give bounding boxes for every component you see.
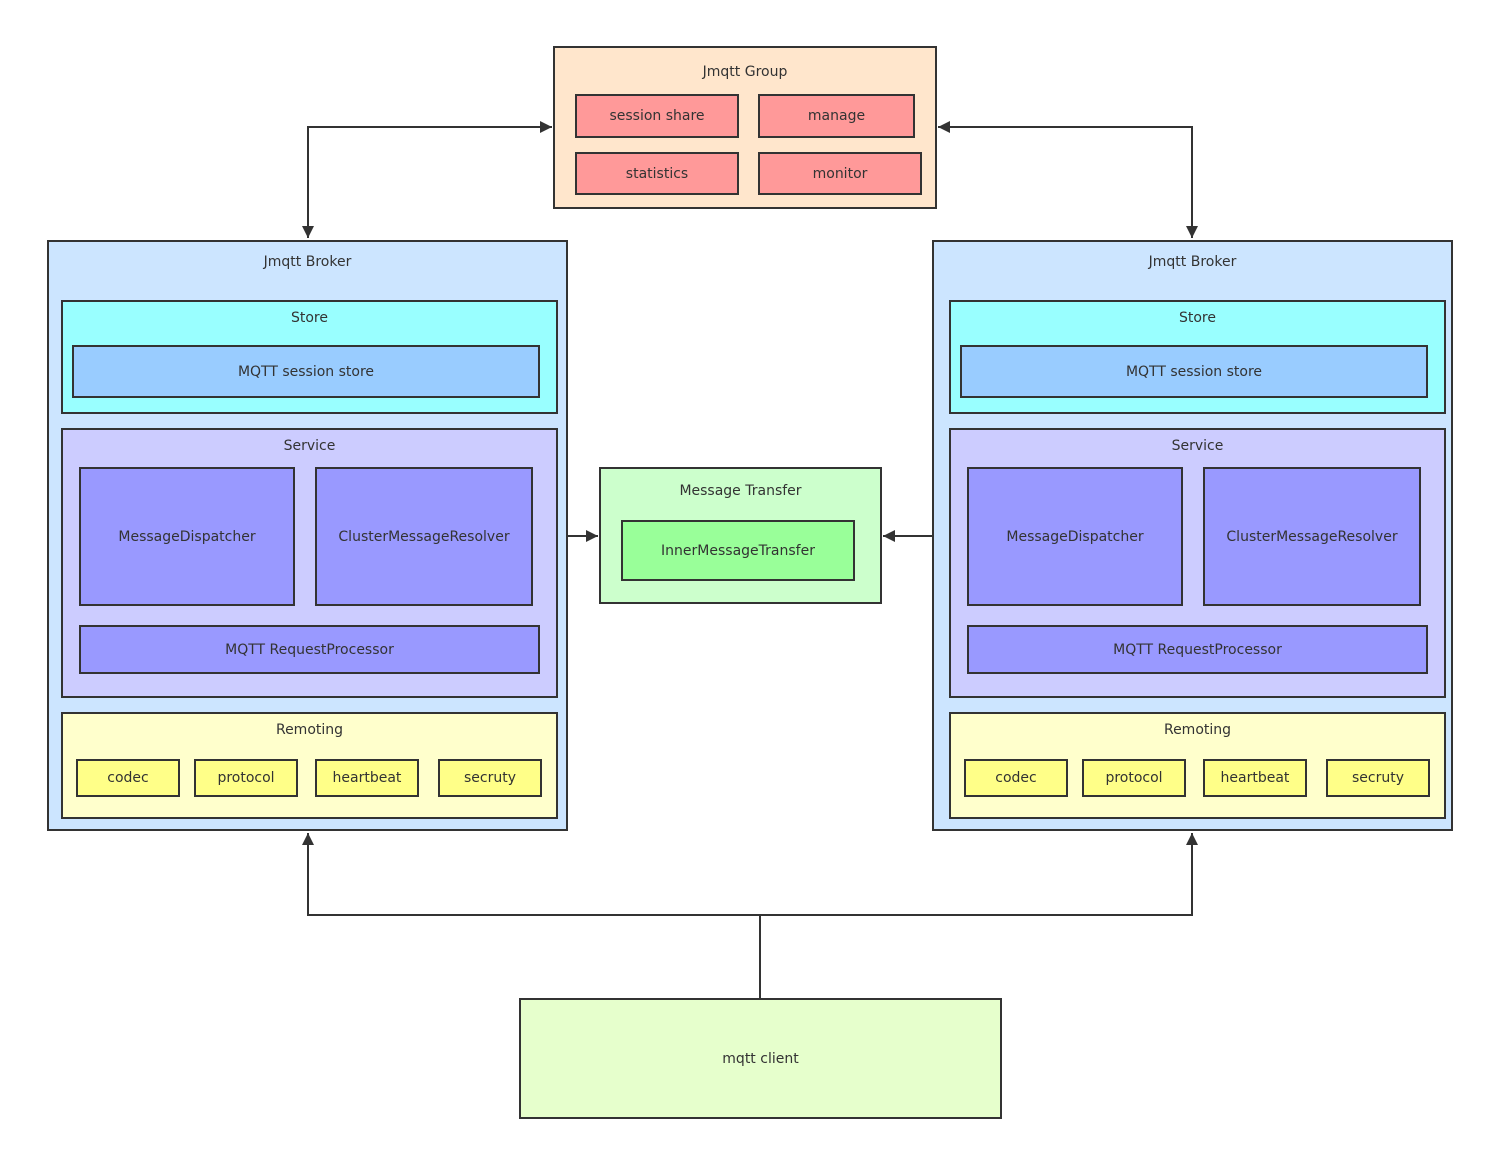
- remoting-panel: Remoting codec protocol heartbeat secrut…: [61, 712, 558, 819]
- store-panel: Store MQTT session store: [61, 300, 558, 414]
- request-processor-box: MQTT RequestProcessor: [79, 625, 540, 674]
- remoting-item-heartbeat: heartbeat: [1203, 759, 1307, 797]
- remoting-item-protocol: protocol: [194, 759, 298, 797]
- cluster-message-resolver-box: ClusterMessageResolver: [315, 467, 533, 606]
- request-processor-box: MQTT RequestProcessor: [967, 625, 1428, 674]
- client-broker-right-connector: [760, 833, 1198, 916]
- remoting-item-codec: codec: [76, 759, 180, 797]
- group-item-monitor: monitor: [758, 152, 922, 195]
- message-dispatcher-box: MessageDispatcher: [967, 467, 1183, 606]
- inner-message-transfer-box: InnerMessageTransfer: [621, 520, 855, 581]
- group-title: Jmqtt Group: [702, 64, 788, 80]
- store-panel: Store MQTT session store: [949, 300, 1446, 414]
- broker-right: Jmqtt Broker Store MQTT session store Se…: [932, 240, 1453, 831]
- group-item-statistics: statistics: [575, 152, 739, 195]
- remoting-item-codec: codec: [964, 759, 1068, 797]
- message-transfer-title: Message Transfer: [679, 483, 802, 499]
- message-transfer: Message Transfer InnerMessageTransfer: [599, 467, 882, 604]
- broker-left: Jmqtt Broker Store MQTT session store Se…: [47, 240, 568, 831]
- message-dispatcher-box: MessageDispatcher: [79, 467, 295, 606]
- remoting-title: Remoting: [1163, 722, 1232, 738]
- remoting-item-secruty: secruty: [438, 759, 542, 797]
- jmqtt-group: Jmqtt Group session share manage statist…: [553, 46, 937, 209]
- remoting-item-heartbeat: heartbeat: [315, 759, 419, 797]
- service-panel: Service MessageDispatcher ClusterMessage…: [61, 428, 558, 698]
- cluster-message-resolver-box: ClusterMessageResolver: [1203, 467, 1421, 606]
- remoting-panel: Remoting codec protocol heartbeat secrut…: [949, 712, 1446, 819]
- store-title: Store: [290, 310, 328, 326]
- service-title: Service: [283, 438, 336, 454]
- remoting-item-protocol: protocol: [1082, 759, 1186, 797]
- group-item-session-share: session share: [575, 94, 739, 138]
- broker-title: Jmqtt Broker: [1148, 254, 1237, 270]
- client-broker-left-connector: [302, 833, 760, 916]
- remoting-item-secruty: secruty: [1326, 759, 1430, 797]
- service-panel: Service MessageDispatcher ClusterMessage…: [949, 428, 1446, 698]
- service-title: Service: [1171, 438, 1224, 454]
- group-broker-right-connector: [938, 121, 1198, 238]
- store-title: Store: [1178, 310, 1216, 326]
- broker-title: Jmqtt Broker: [263, 254, 352, 270]
- mqtt-client: mqtt client: [519, 998, 1002, 1119]
- remoting-title: Remoting: [275, 722, 344, 738]
- group-item-manage: manage: [758, 94, 915, 138]
- session-store-box: MQTT session store: [960, 345, 1428, 398]
- group-broker-left-connector: [302, 121, 552, 238]
- session-store-box: MQTT session store: [72, 345, 540, 398]
